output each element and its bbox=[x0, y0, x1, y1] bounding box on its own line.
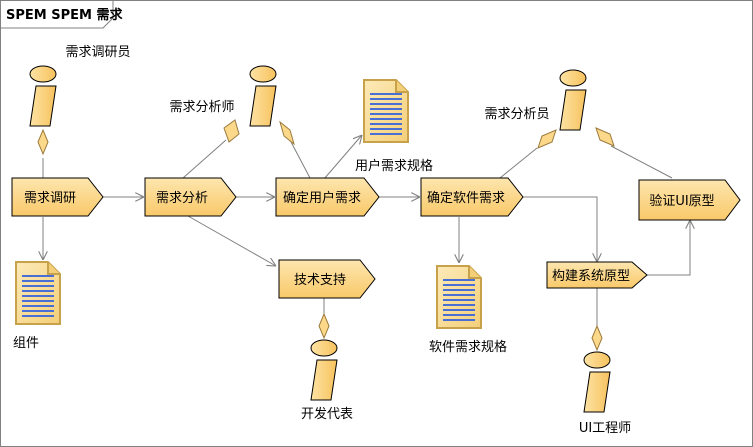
task-requirement-survey[interactable]: 需求调研 bbox=[11, 177, 104, 217]
role-analyst-right[interactable]: 需求分析员 bbox=[484, 69, 587, 131]
role-label: 需求分析师 bbox=[169, 100, 234, 115]
task-label: 确定软件需求 bbox=[427, 191, 505, 206]
role-analyst-left[interactable]: 需求分析师 bbox=[169, 65, 277, 127]
role-label: 需求调研员 bbox=[65, 45, 130, 60]
diamond-analyst-left-b bbox=[279, 120, 295, 146]
roles: 需求调研员 需求分析师 需求分析员 开发代表 UI工程师 bbox=[29, 45, 631, 436]
diamond-analyst-right-a bbox=[537, 129, 557, 149]
tasks: 需求调研 需求分析 确定用户需求 确定软件需求 验证UI原型 技术支持 构建系统… bbox=[11, 177, 741, 299]
output-t3-userspec bbox=[323, 135, 362, 180]
task-label: 需求分析 bbox=[156, 191, 208, 206]
diamond-analyst-right-b bbox=[595, 127, 615, 147]
task-label: 技术支持 bbox=[294, 273, 346, 288]
diamond-dev bbox=[318, 312, 330, 340]
flow-t7-t5 bbox=[647, 220, 690, 276]
product-user-requirements-spec[interactable]: 用户需求规格 bbox=[355, 79, 433, 174]
role-label: UI工程师 bbox=[579, 421, 631, 436]
task-build-system-prototype[interactable]: 构建系统原型 bbox=[546, 261, 648, 289]
link-analyst-t3 bbox=[289, 139, 311, 179]
role-researcher[interactable]: 需求调研员 bbox=[29, 45, 131, 127]
diamond-researcher bbox=[37, 128, 49, 156]
work-products: 组件 用户需求规格 软件需求规格 bbox=[13, 79, 507, 355]
performer-diamonds bbox=[37, 119, 615, 352]
task-label: 需求调研 bbox=[24, 191, 76, 206]
task-label: 验证UI原型 bbox=[649, 193, 714, 209]
task-requirement-analysis[interactable]: 需求分析 bbox=[144, 177, 237, 217]
flow-t4-t7 bbox=[523, 196, 597, 262]
task-label: 确定用户需求 bbox=[283, 190, 361, 206]
product-label: 软件需求规格 bbox=[429, 339, 507, 355]
task-confirm-user-requirements[interactable]: 确定用户需求 bbox=[275, 177, 380, 217]
task-technical-support[interactable]: 技术支持 bbox=[278, 259, 376, 299]
link-analyst2-t4 bbox=[499, 147, 538, 179]
product-label: 用户需求规格 bbox=[355, 158, 433, 174]
task-label: 构建系统原型 bbox=[552, 269, 630, 284]
role-label: 开发代表 bbox=[301, 406, 353, 422]
product-label: 组件 bbox=[13, 336, 39, 351]
link-analyst2-t5 bbox=[610, 145, 673, 179]
product-software-requirements-spec[interactable]: 软件需求规格 bbox=[429, 265, 507, 355]
link-analyst-t2 bbox=[182, 139, 227, 179]
role-developer-rep[interactable]: 开发代表 bbox=[301, 339, 353, 422]
task-verify-ui-prototype[interactable]: 验证UI原型 bbox=[638, 179, 741, 221]
edges bbox=[43, 135, 690, 350]
diamond-analyst-left-a bbox=[223, 119, 240, 143]
task-confirm-software-requirements[interactable]: 确定软件需求 bbox=[420, 177, 524, 217]
product-component[interactable]: 组件 bbox=[13, 261, 61, 351]
frame-title: SPEM SPEM 需求 bbox=[6, 7, 123, 23]
flow-t2-t6 bbox=[187, 215, 276, 266]
role-ui-engineer[interactable]: UI工程师 bbox=[579, 351, 631, 436]
role-label: 需求分析员 bbox=[484, 107, 549, 122]
diamond-ui bbox=[591, 324, 603, 352]
